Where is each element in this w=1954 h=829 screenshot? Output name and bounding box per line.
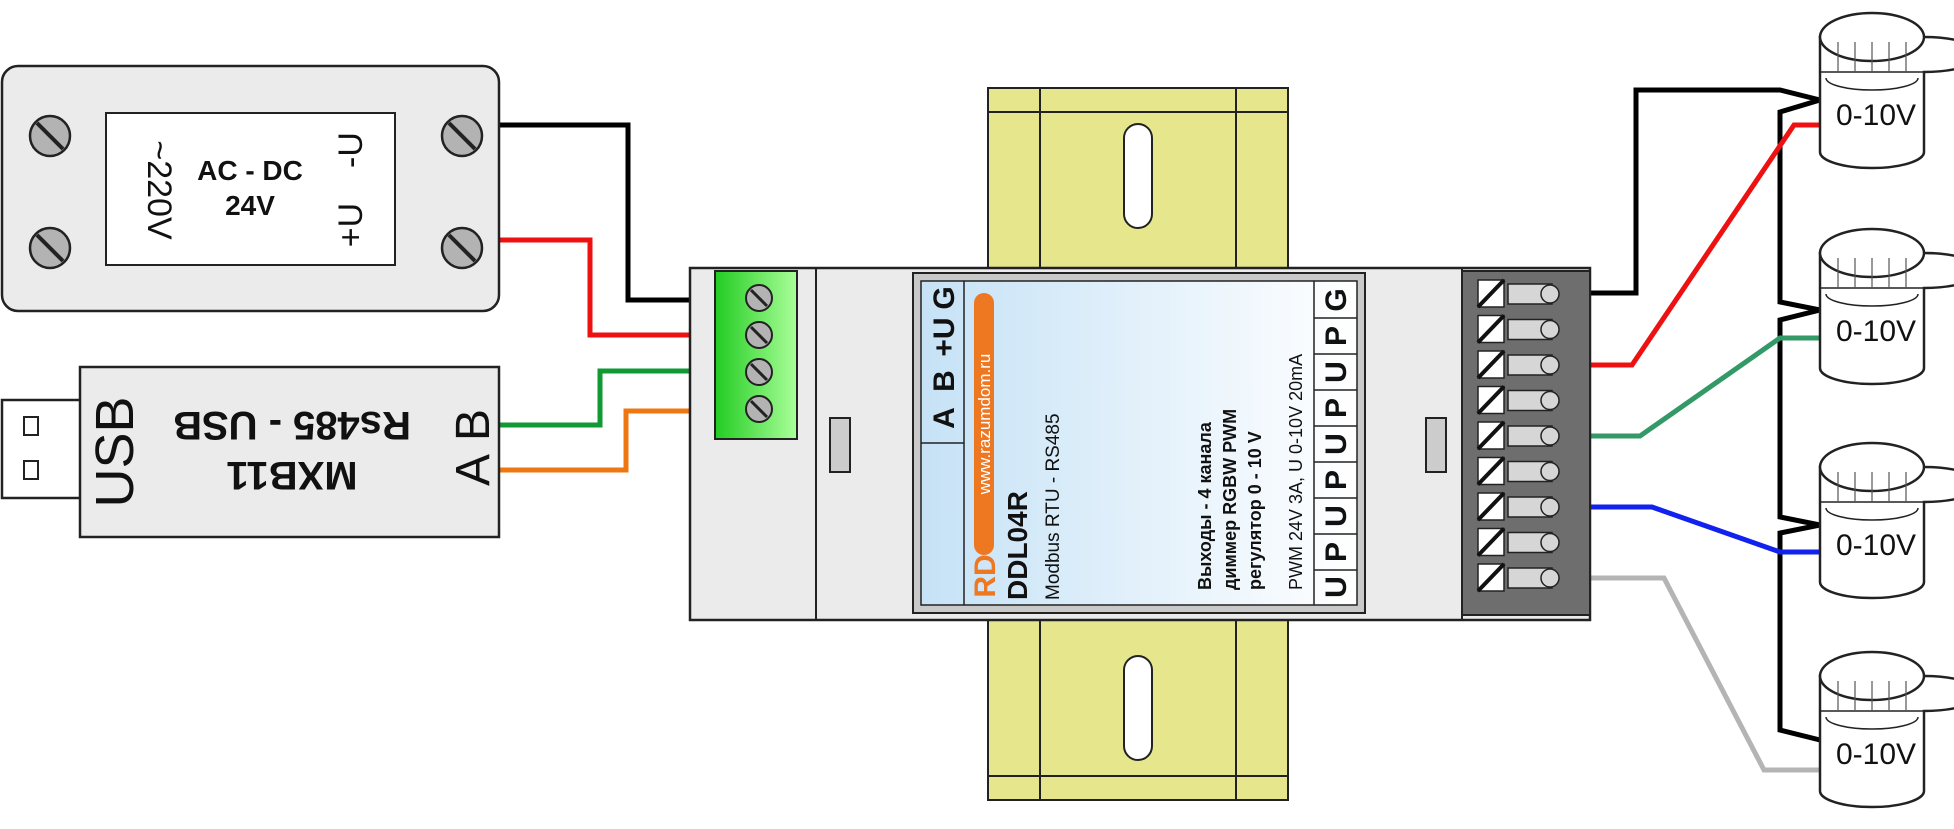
output-label-u4: U <box>1320 361 1353 383</box>
input-label-b: B <box>928 370 961 392</box>
module-latch-right <box>1425 417 1447 473</box>
output-label-u1: U <box>1320 576 1353 598</box>
load-label: 0-10V <box>1836 99 1916 132</box>
output-terminal <box>1476 314 1560 344</box>
output-terminal <box>1476 456 1560 486</box>
wire-out-p4 <box>1548 575 1820 773</box>
terminal-screw-u <box>745 358 773 386</box>
brand-logo: RD <box>969 554 1002 597</box>
load-label: 0-10V <box>1836 738 1916 771</box>
module-front-panel: A B +U G www.razumdom.ru RD DDL04R Modbu… <box>912 272 1366 614</box>
output-label-p3: P <box>1320 398 1353 418</box>
dimmer-module: A B +U G www.razumdom.ru RD DDL04R Modbu… <box>688 266 1592 622</box>
input-label-a: A <box>928 407 961 429</box>
load-label: 0-10V <box>1836 315 1916 348</box>
output-terminal <box>1476 349 1560 380</box>
wire-psu-minus <box>500 122 715 303</box>
description-line3: регулятор 0 - 10 V <box>1245 431 1265 590</box>
wire-usb-b <box>500 368 715 428</box>
output-terminal <box>1476 527 1560 557</box>
psu-screw-2 <box>28 226 72 270</box>
spec-label: PWM 24V 3A, U 0-10V 20mA <box>1286 354 1306 590</box>
website-stripe <box>974 293 994 555</box>
usb-adapter-title-line2: MXB11 <box>226 453 357 497</box>
usb-adapter-title-line1: Rs485 - USB <box>173 403 411 447</box>
wire-out-g <box>1548 87 1821 296</box>
input-terminal-block <box>714 270 798 440</box>
wires <box>500 87 1821 773</box>
psu-screw-4 <box>440 226 484 270</box>
rail-slot-top <box>1123 123 1153 229</box>
website-label: www.razumdom.ru <box>975 354 994 496</box>
psu-out-plus-label: +U <box>332 203 370 247</box>
description-line2: диммер RGBW PWM <box>1220 409 1240 590</box>
wire-psu-plus <box>500 237 715 338</box>
protocol-label: Modbus RTU - RS485 <box>1043 413 1064 600</box>
output-label-u3: U <box>1320 433 1353 455</box>
output-label-p2: P <box>1320 470 1353 490</box>
wire-usb-a <box>500 408 715 473</box>
output-terminal <box>1476 562 1560 593</box>
input-label-u: +U <box>928 317 961 356</box>
wire-out-p3 <box>1548 504 1820 555</box>
usb-label: USB <box>85 396 145 507</box>
model-name: DDL04R <box>1002 491 1033 600</box>
output-terminal <box>1476 278 1560 309</box>
output-label-u2: U <box>1320 505 1353 527</box>
output-terminal <box>1476 420 1560 451</box>
terminal-screw-a <box>745 284 773 312</box>
output-label-p1: P <box>1320 542 1353 562</box>
output-terminal <box>1476 491 1560 522</box>
psu-type-line1: AC - DC <box>197 155 303 186</box>
input-terminal-labels: A B +U G <box>921 281 965 605</box>
psu-label-panel <box>105 112 396 266</box>
usb-plug <box>0 398 86 500</box>
load-4: 0-10V <box>1818 650 1954 809</box>
load-label: 0-10V <box>1836 529 1916 562</box>
usb-port-b-label: B <box>447 409 500 441</box>
usb-adapter: USB Rs485 - USB MXB11 A B <box>0 365 501 539</box>
output-label-p4: P <box>1320 326 1353 346</box>
load-1: 0-10V <box>1818 11 1954 170</box>
output-terminal-block <box>1461 270 1591 616</box>
psu-screw-1 <box>28 114 72 158</box>
load-2: 0-10V <box>1818 227 1954 386</box>
loads: 0-10V 0-10V 0-10V 0-10V <box>1818 11 1954 809</box>
wire-out-p2 <box>1548 335 1820 439</box>
usb-plug-hole-2 <box>23 460 39 480</box>
psu-screw-3 <box>440 114 484 158</box>
description-line1: Выходы - 4 канала <box>1195 421 1215 590</box>
usb-plug-hole-1 <box>23 416 39 436</box>
module-latch-left <box>829 417 851 473</box>
usb-port-a-label: A <box>447 454 500 486</box>
psu-out-minus-label: -U <box>332 132 370 168</box>
terminal-screw-b <box>745 321 773 349</box>
psu-type-line2: 24V <box>225 190 275 221</box>
power-supply: ~220V AC - DC 24V +U -U <box>0 64 501 313</box>
rail-slot-bottom <box>1123 655 1153 761</box>
input-label-g: G <box>928 286 961 309</box>
load-3: 0-10V <box>1818 441 1954 600</box>
psu-input-label: ~220V <box>140 140 178 240</box>
output-terminal <box>1476 385 1560 415</box>
output-terminal-labels: U P U P U P U P G <box>1313 281 1357 605</box>
output-label-g: G <box>1320 288 1353 311</box>
wire-common-rail <box>1777 97 1821 743</box>
terminal-screw-g <box>745 395 773 423</box>
